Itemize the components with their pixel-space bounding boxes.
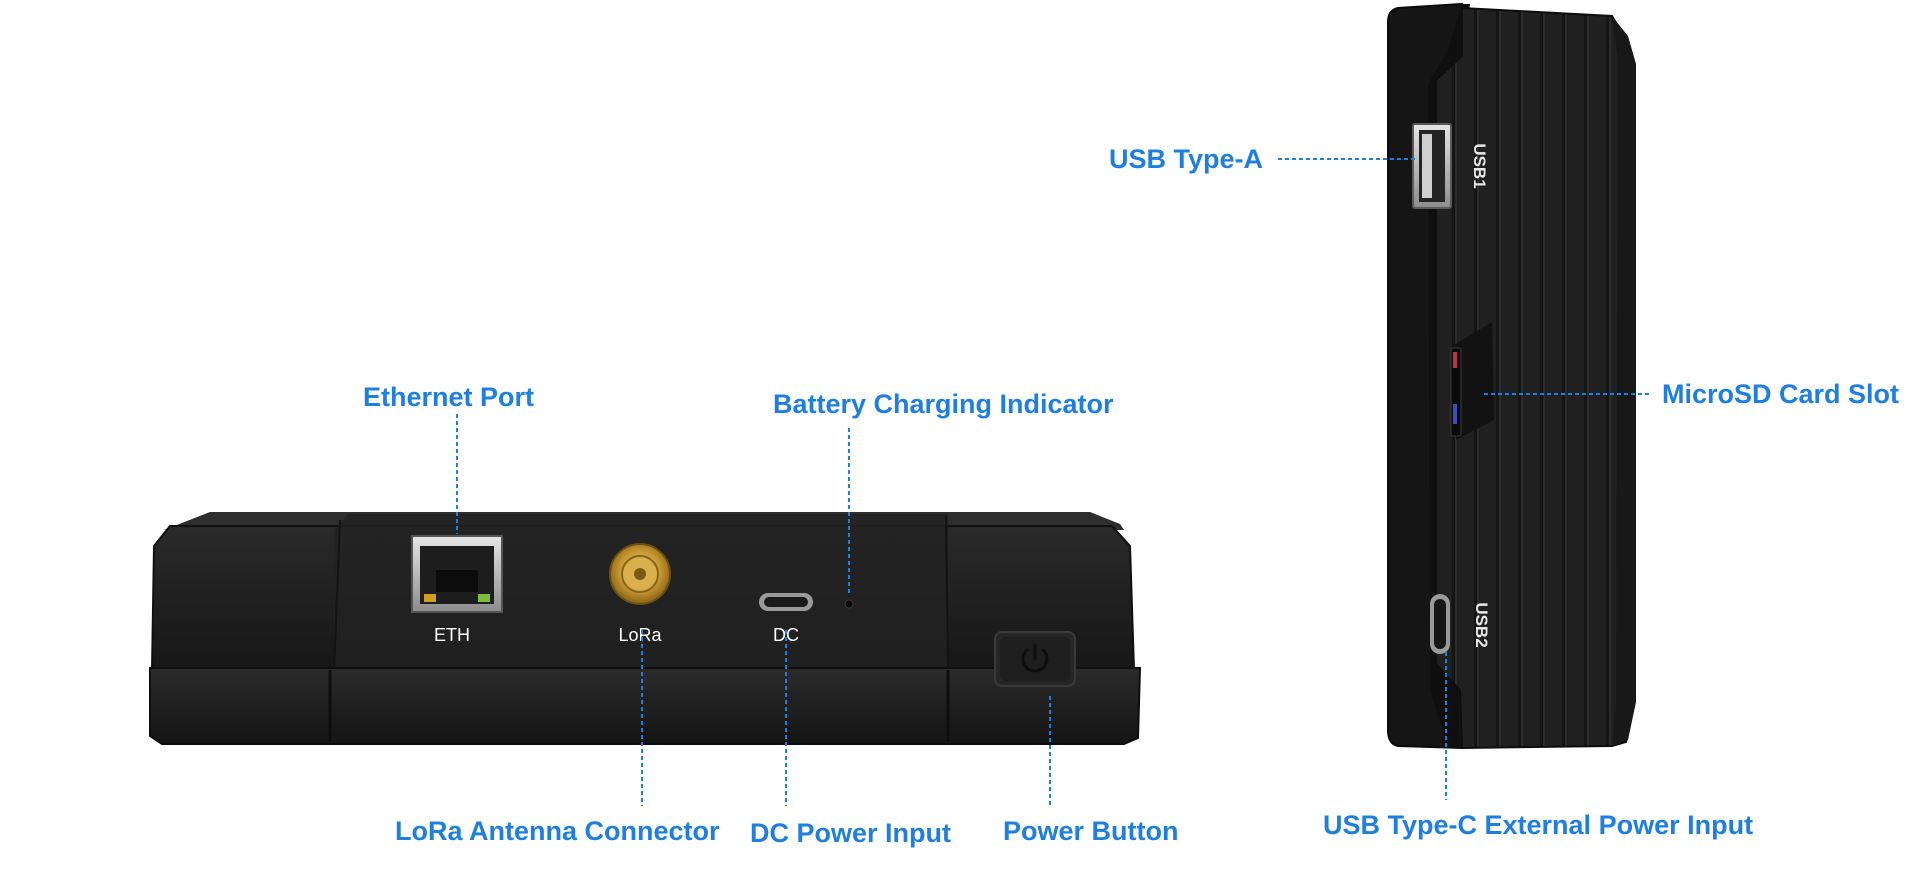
callout-usb-type-a: USB Type-A	[1109, 144, 1264, 174]
leader-lines	[456, 158, 1652, 806]
callout-power-button: Power Button	[1003, 816, 1179, 846]
front-view-device: ETH LoRa DC	[149, 512, 1142, 745]
led-dot-icon	[844, 599, 854, 609]
callout-usb-type-c-external-power: USB Type-C External Power Input	[1323, 810, 1754, 840]
dc-usb-c-port-icon	[759, 593, 813, 611]
rj45-port-icon	[411, 535, 503, 613]
side-view-device: USB1 USB2	[1387, 2, 1636, 750]
lora-port-label: LoRa	[618, 625, 662, 645]
microsd-slot-icon	[1450, 322, 1494, 440]
callout-dc-power-input: DC Power Input	[750, 818, 951, 848]
side-usb-c-port-icon	[1430, 594, 1450, 654]
front-bottom-band	[149, 667, 1142, 745]
dc-port-label: DC	[773, 625, 799, 645]
usb2-port-label: USB2	[1472, 602, 1491, 647]
power-icon	[1021, 643, 1049, 673]
sma-connector-icon	[609, 543, 671, 605]
usb-a-port-icon	[1412, 123, 1452, 209]
callout-lora-antenna-connector: LoRa Antenna Connector	[395, 816, 720, 846]
callout-ethernet-port: Ethernet Port	[363, 382, 535, 412]
eth-port-label: ETH	[434, 625, 470, 645]
callout-microsd-card-slot: MicroSD Card Slot	[1662, 379, 1900, 409]
usb1-port-label: USB1	[1470, 143, 1489, 188]
power-button	[994, 631, 1076, 687]
callout-battery-charging-indicator: Battery Charging Indicator	[773, 389, 1114, 419]
side-groove	[1428, 4, 1470, 748]
